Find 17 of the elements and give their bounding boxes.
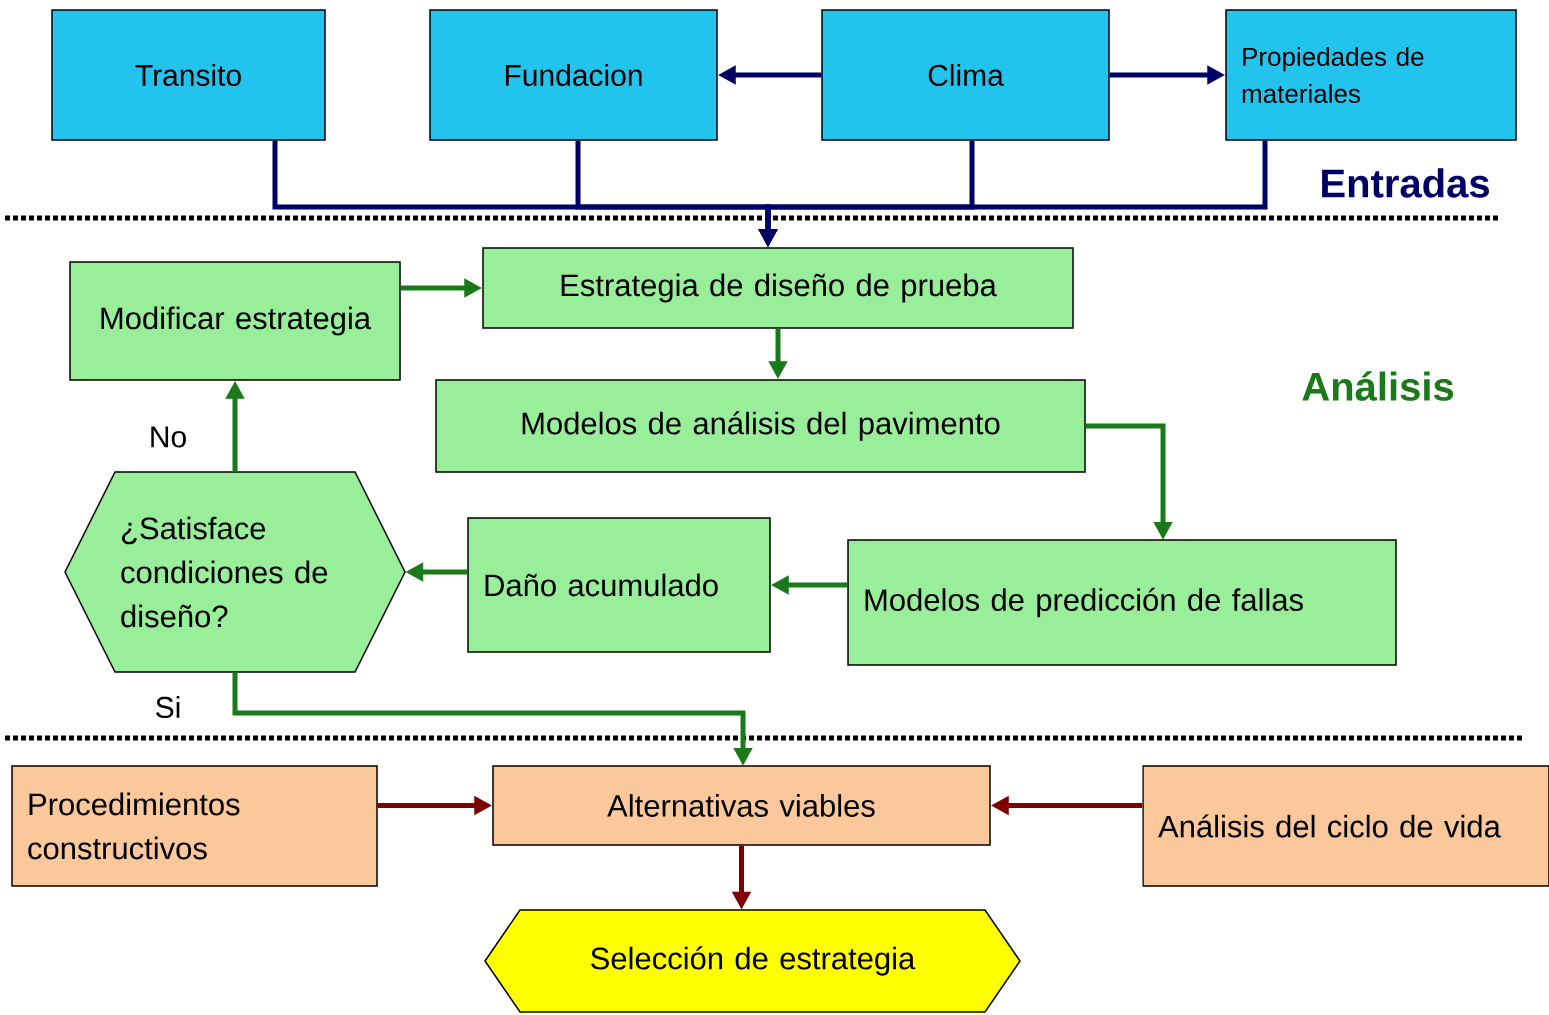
process-box: Clima — [821, 9, 1110, 141]
process-box: Alternativas viables — [492, 765, 991, 846]
terminal-hexagon: Selección de estrategia — [484, 909, 1021, 1013]
section-label: Análisis — [1302, 371, 1454, 401]
process-box: Transito — [51, 9, 326, 141]
process-box: Estrategia de diseño de prueba — [482, 247, 1074, 329]
process-box: Fundacion — [429, 9, 718, 141]
process-box: Daño acumulado — [467, 517, 771, 653]
edge-label: Si — [153, 695, 183, 719]
process-box: Propiedades de materiales — [1225, 9, 1517, 141]
process-box: Modificar estrategia — [69, 261, 401, 381]
process-box: Procedimientos constructivos — [11, 765, 378, 887]
process-box: Análisis del ciclo de vida — [1142, 765, 1549, 887]
edge-label: No — [147, 425, 189, 449]
decision-hexagon: ¿Satisface condiciones de diseño? — [64, 471, 406, 673]
process-box: Modelos de análisis del pavimento — [435, 379, 1086, 473]
process-box: Modelos de predicción de fallas — [847, 539, 1397, 666]
